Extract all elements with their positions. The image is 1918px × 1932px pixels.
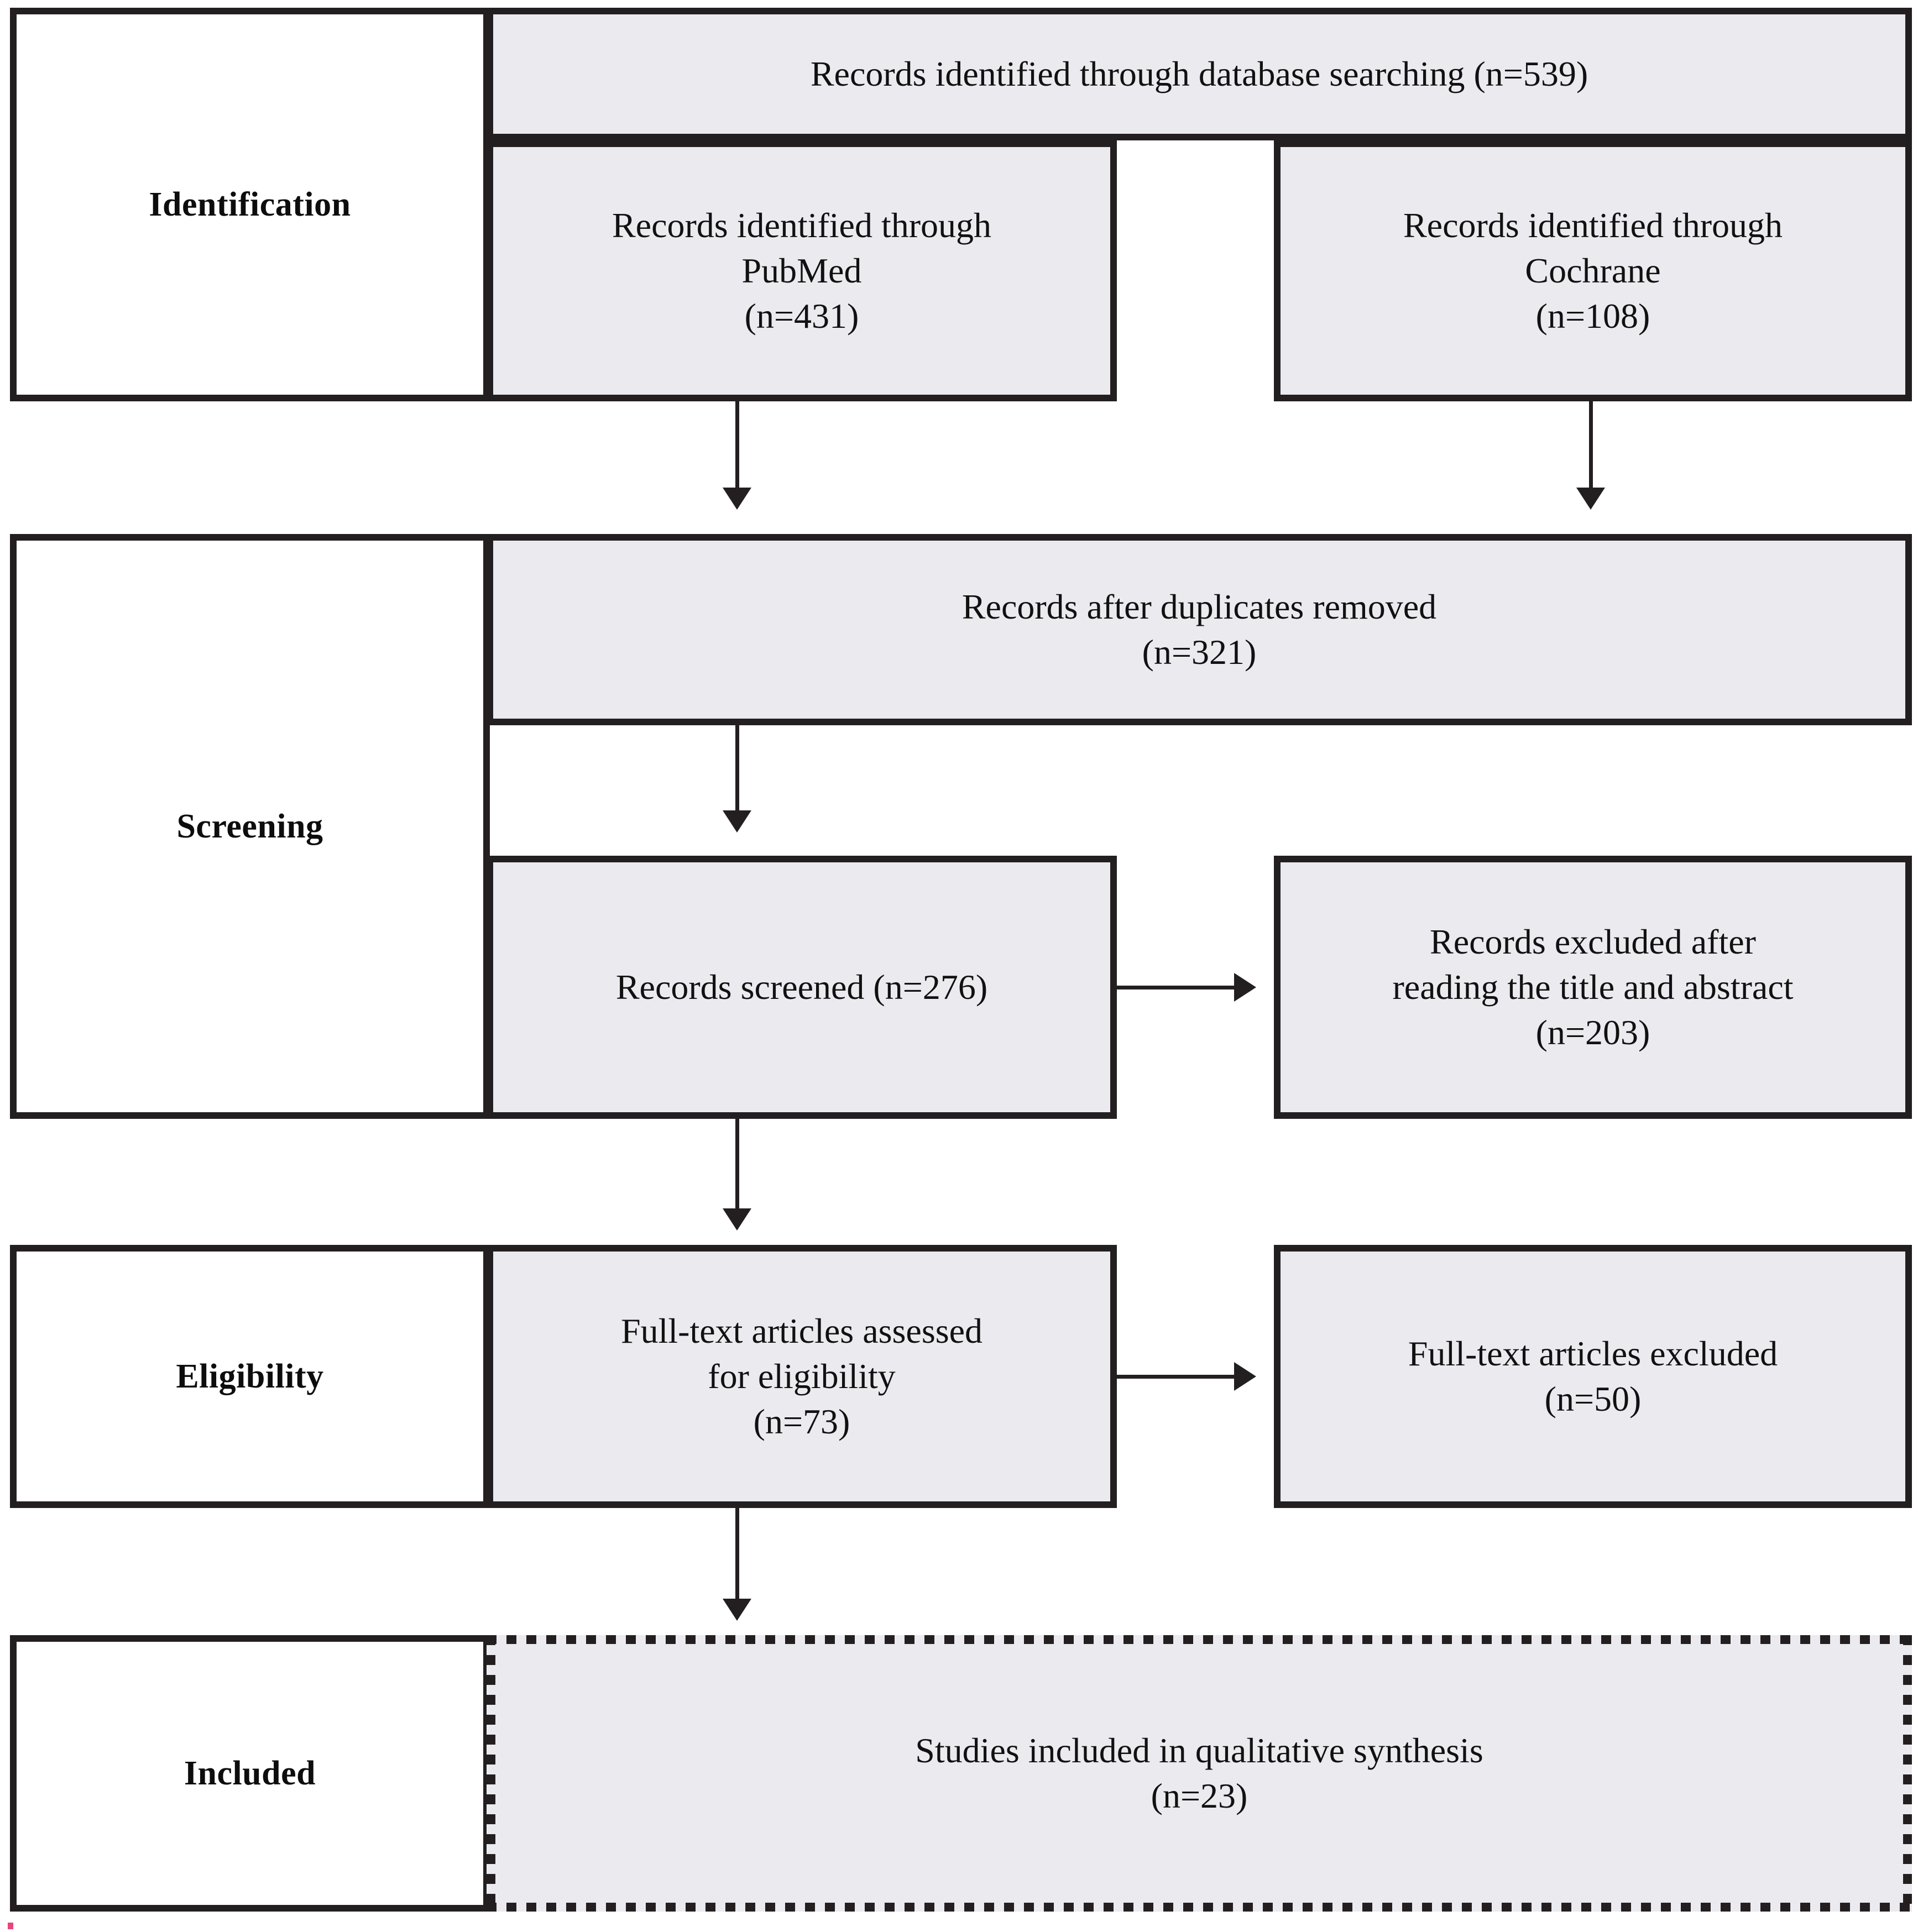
node-included-line2: (n=23) bbox=[1151, 1776, 1248, 1815]
node-excluded2-line2: (n=50) bbox=[1544, 1379, 1642, 1418]
connector-screened-to-excluded bbox=[1117, 986, 1238, 989]
node-excluded1-line2: reading the title and abstract bbox=[1392, 967, 1794, 1007]
arrowhead-right-icon bbox=[1234, 973, 1256, 1002]
node-records-identified-cochrane: Records identified through Cochrane (n=1… bbox=[1274, 140, 1912, 401]
node-pubmed-line1: Records identified through bbox=[612, 206, 992, 245]
node-duplicates-line1: Records after duplicates removed bbox=[961, 587, 1437, 627]
node-records-identified-database: Records identified through database sear… bbox=[487, 8, 1912, 140]
node-cochrane-line1: Records identified through bbox=[1403, 206, 1783, 245]
node-studies-included-qualitative-synthesis: Studies included in qualitative synthesi… bbox=[487, 1635, 1912, 1912]
arrowhead-down-icon bbox=[723, 1599, 751, 1621]
node-excluded2-line1: Full-text articles excluded bbox=[1408, 1334, 1778, 1374]
stage-label-screening: Screening bbox=[176, 807, 323, 845]
node-duplicates-line2: (n=321) bbox=[1142, 632, 1257, 672]
node-excluded1-line1: Records excluded after bbox=[1430, 922, 1756, 962]
connector-cochrane-to-duplicates bbox=[1589, 401, 1593, 501]
node-fulltext-line3: (n=73) bbox=[753, 1401, 850, 1441]
node-included-line1: Studies included in qualitative synthesi… bbox=[915, 1731, 1483, 1771]
connector-fulltext-to-included bbox=[735, 1508, 739, 1612]
stage-label-identification: Identification bbox=[149, 185, 351, 223]
node-records-identified-pubmed: Records identified through PubMed (n=431… bbox=[487, 140, 1117, 401]
connector-screened-to-fulltext bbox=[735, 1119, 739, 1222]
stage-frame-screening bbox=[10, 534, 490, 1119]
node-records-after-duplicates-removed: Records after duplicates removed (n=321) bbox=[487, 534, 1912, 725]
node-pubmed-line2: PubMed bbox=[741, 251, 862, 291]
node-fulltext-assessed-eligibility: Full-text articles assessed for eligibil… bbox=[487, 1245, 1117, 1508]
node-cochrane-line2: Cochrane bbox=[1525, 251, 1661, 291]
node-records-excluded-title-abstract: Records excluded after reading the title… bbox=[1274, 856, 1912, 1119]
node-fulltext-line1: Full-text articles assessed bbox=[620, 1311, 983, 1351]
stage-frame-included bbox=[10, 1635, 490, 1912]
arrowhead-right-icon bbox=[1234, 1362, 1256, 1391]
node-screened-line1: Records screened (n=276) bbox=[615, 967, 988, 1007]
node-cochrane-line3: (n=108) bbox=[1535, 296, 1650, 336]
node-pubmed-line3: (n=431) bbox=[744, 296, 859, 336]
connector-fulltext-to-excluded bbox=[1117, 1375, 1238, 1379]
node-database-line1: Records identified through database sear… bbox=[810, 54, 1588, 94]
stage-frame-identification bbox=[10, 8, 490, 401]
arrowhead-down-icon bbox=[723, 810, 751, 833]
stage-label-eligibility: Eligibility bbox=[176, 1357, 324, 1395]
stage-label-included: Included bbox=[184, 1754, 316, 1792]
node-excluded1-line3: (n=203) bbox=[1535, 1012, 1650, 1052]
arrowhead-down-icon bbox=[1576, 488, 1605, 510]
node-fulltext-line2: for eligibility bbox=[708, 1357, 896, 1396]
node-fulltext-articles-excluded: Full-text articles excluded (n=50) bbox=[1274, 1245, 1912, 1508]
arrowhead-down-icon bbox=[723, 488, 751, 510]
node-records-screened: Records screened (n=276) bbox=[487, 856, 1117, 1119]
connector-duplicates-to-screened bbox=[735, 725, 739, 824]
connector-pubmed-to-duplicates bbox=[735, 401, 739, 501]
stage-frame-eligibility bbox=[10, 1245, 490, 1508]
corner-marker bbox=[8, 1923, 13, 1929]
arrowhead-down-icon bbox=[723, 1208, 751, 1231]
